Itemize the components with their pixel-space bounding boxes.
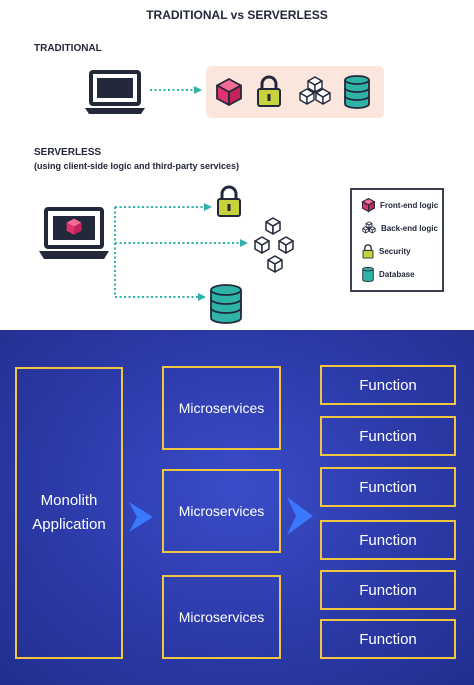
microservices-box: Microservices xyxy=(162,366,281,450)
security-lock-icon xyxy=(257,75,281,107)
architecture-evolution-panel: Monolith Application Microservices Micro… xyxy=(0,330,474,685)
function-label: Function xyxy=(359,630,417,648)
function-label: Function xyxy=(359,376,417,394)
database-icon xyxy=(344,75,370,109)
legend: Front-end logic Back-end logic Securi xyxy=(350,188,444,292)
function-box: Function xyxy=(320,467,456,507)
chevron-right-icon xyxy=(129,502,153,532)
microservices-label: Microservices xyxy=(178,400,265,416)
security-lock-icon xyxy=(217,185,241,217)
function-label: Function xyxy=(359,478,417,496)
function-box: Function xyxy=(320,416,456,456)
traditional-vs-serverless-panel: TRADITIONAL vs SERVERLESS TRADITIONAL xyxy=(0,0,474,330)
microservices-label: Microservices xyxy=(178,609,265,625)
chevron-right-icon xyxy=(287,497,313,535)
monolith-box: Monolith Application xyxy=(15,367,123,659)
microservices-box: Microservices xyxy=(162,575,281,659)
legend-label: Database xyxy=(379,270,415,279)
function-label: Function xyxy=(359,531,417,549)
serverless-label: SERVERLESS xyxy=(34,147,102,158)
function-label: Function xyxy=(359,427,417,445)
frontend-cube-icon xyxy=(216,78,242,106)
database-icon xyxy=(210,284,242,324)
monolith-label: Monolith Application xyxy=(32,492,106,533)
connector-arrow xyxy=(240,239,248,247)
lock-icon xyxy=(362,244,374,259)
legend-item: Security xyxy=(362,244,411,259)
legend-label: Back-end logic xyxy=(381,223,438,233)
laptop-icon xyxy=(39,207,109,259)
laptop-icon xyxy=(85,70,145,114)
backend-cubes-icon xyxy=(254,217,294,273)
microservices-box: Microservices xyxy=(162,469,281,553)
connector-arrow xyxy=(150,86,202,94)
microservices-label: Microservices xyxy=(178,503,265,519)
function-box: Function xyxy=(320,619,456,659)
legend-label: Front-end logic xyxy=(380,200,439,210)
legend-label: Security xyxy=(379,247,411,256)
legend-item: Back-end logic xyxy=(362,221,438,235)
traditional-label: TRADITIONAL xyxy=(34,43,102,54)
function-box: Function xyxy=(320,365,456,405)
function-box: Function xyxy=(320,520,456,560)
backend-cubes-icon xyxy=(299,76,331,105)
serverless-sublabel: (using client-side logic and third-party… xyxy=(34,161,240,171)
legend-item: Front-end logic xyxy=(361,197,439,213)
function-box: Function xyxy=(320,570,456,610)
cube-cluster-icon xyxy=(362,221,376,234)
serverless-connectors xyxy=(114,203,246,301)
page-title: TRADITIONAL vs SERVERLESS xyxy=(146,8,328,22)
function-label: Function xyxy=(359,581,417,599)
legend-item: Database xyxy=(362,267,415,282)
database-icon xyxy=(362,267,374,282)
cube-icon xyxy=(361,197,376,213)
